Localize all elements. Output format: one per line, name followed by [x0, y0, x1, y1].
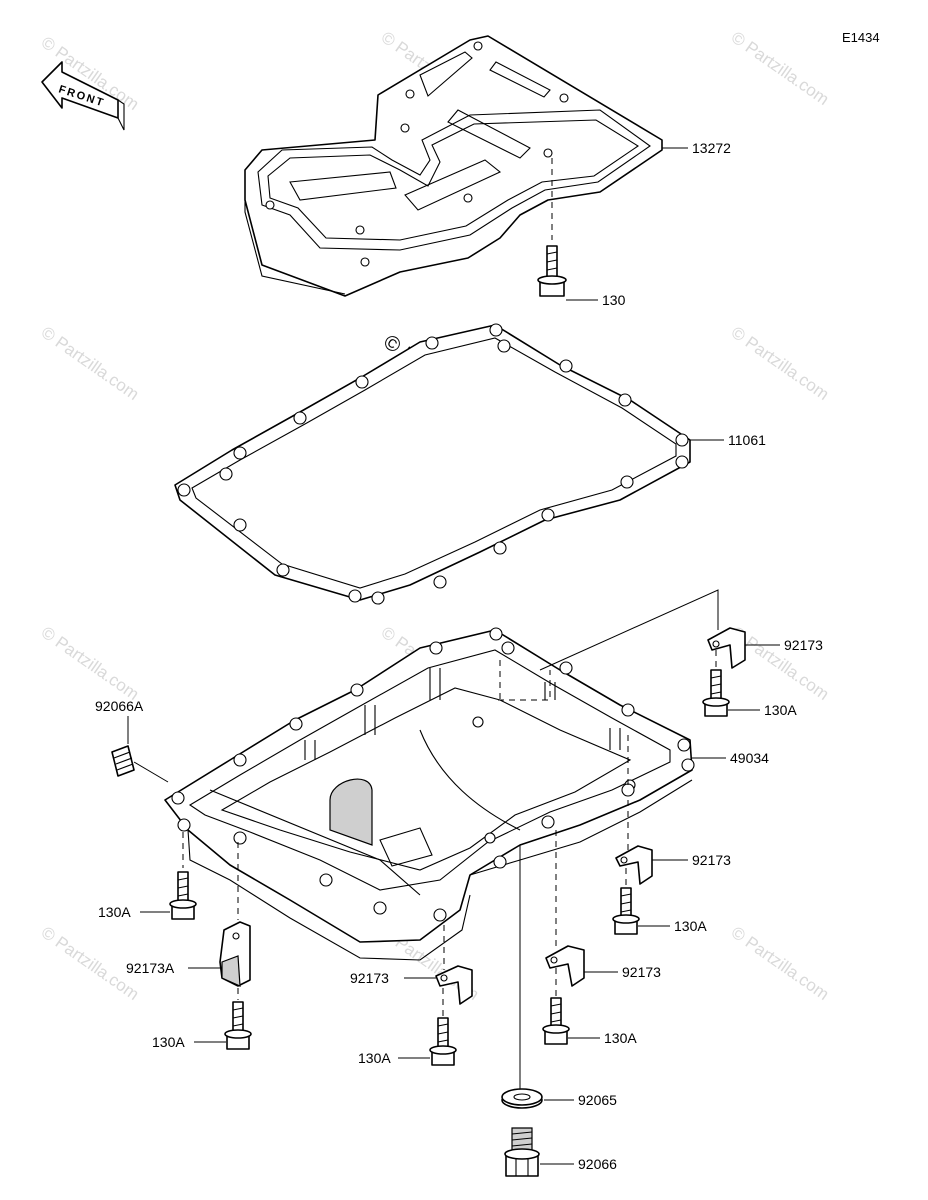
bolt-130A-lower-left — [224, 1001, 252, 1050]
watermark-11: © Partzilla.com — [728, 923, 833, 1004]
watermark-5: © Partzilla.com — [728, 323, 833, 404]
diagram-code: E1434 — [842, 30, 880, 45]
callout-130A-right: 130A — [674, 918, 707, 934]
bolt-130A-bottom-center — [429, 1017, 457, 1066]
clip-92173A — [219, 921, 251, 987]
callout-130A-left: 130A — [98, 904, 131, 920]
clip-92173-top — [707, 627, 746, 669]
callout-92065: 92065 — [578, 1092, 617, 1108]
oil-pan-49034 — [164, 627, 695, 961]
callout-49034: 49034 — [730, 750, 769, 766]
callout-92173-right: 92173 — [692, 852, 731, 868]
callout-92173-bottom-right: 92173 — [622, 964, 661, 980]
washer-92065 — [501, 1088, 543, 1109]
callout-92173-top: 92173 — [784, 637, 823, 653]
callout-130A-bottom-left: 130A — [152, 1034, 185, 1050]
callout-92173A: 92173A — [126, 960, 175, 976]
bolt-130A-bottom-right — [542, 997, 570, 1045]
callout-11061: 11061 — [728, 432, 766, 448]
clip-92173-bottom-right — [545, 945, 585, 987]
bolt-130A-right — [612, 887, 640, 935]
baffle-plate-13272 — [244, 35, 663, 297]
plug-92066A — [111, 745, 135, 777]
clip-92173-right — [615, 845, 653, 885]
clip-92173-bottom-left — [435, 965, 473, 1005]
watermark-4: © Partzilla.com — [38, 323, 143, 404]
callout-13272: 13272 — [692, 140, 731, 156]
drain-plug-92066 — [504, 1127, 540, 1177]
callout-92066: 92066 — [578, 1156, 617, 1172]
bolt-130 — [537, 245, 567, 297]
callout-130A-bottom-center: 130A — [358, 1050, 391, 1066]
watermark-6: © Partzilla.com — [38, 623, 143, 704]
bolt-130A-left — [169, 871, 197, 920]
callout-92066A: 92066A — [95, 698, 144, 714]
callout-130: 130 — [602, 292, 626, 308]
watermark-3: © Partzilla.com — [728, 28, 833, 109]
callout-92173-bottom-left: 92173 — [350, 970, 389, 986]
callout-130A-top: 130A — [764, 702, 797, 718]
bolt-130A-top — [702, 669, 730, 717]
callout-130A-bottom-right: 130A — [604, 1030, 637, 1046]
gasket-11061 — [174, 323, 691, 605]
